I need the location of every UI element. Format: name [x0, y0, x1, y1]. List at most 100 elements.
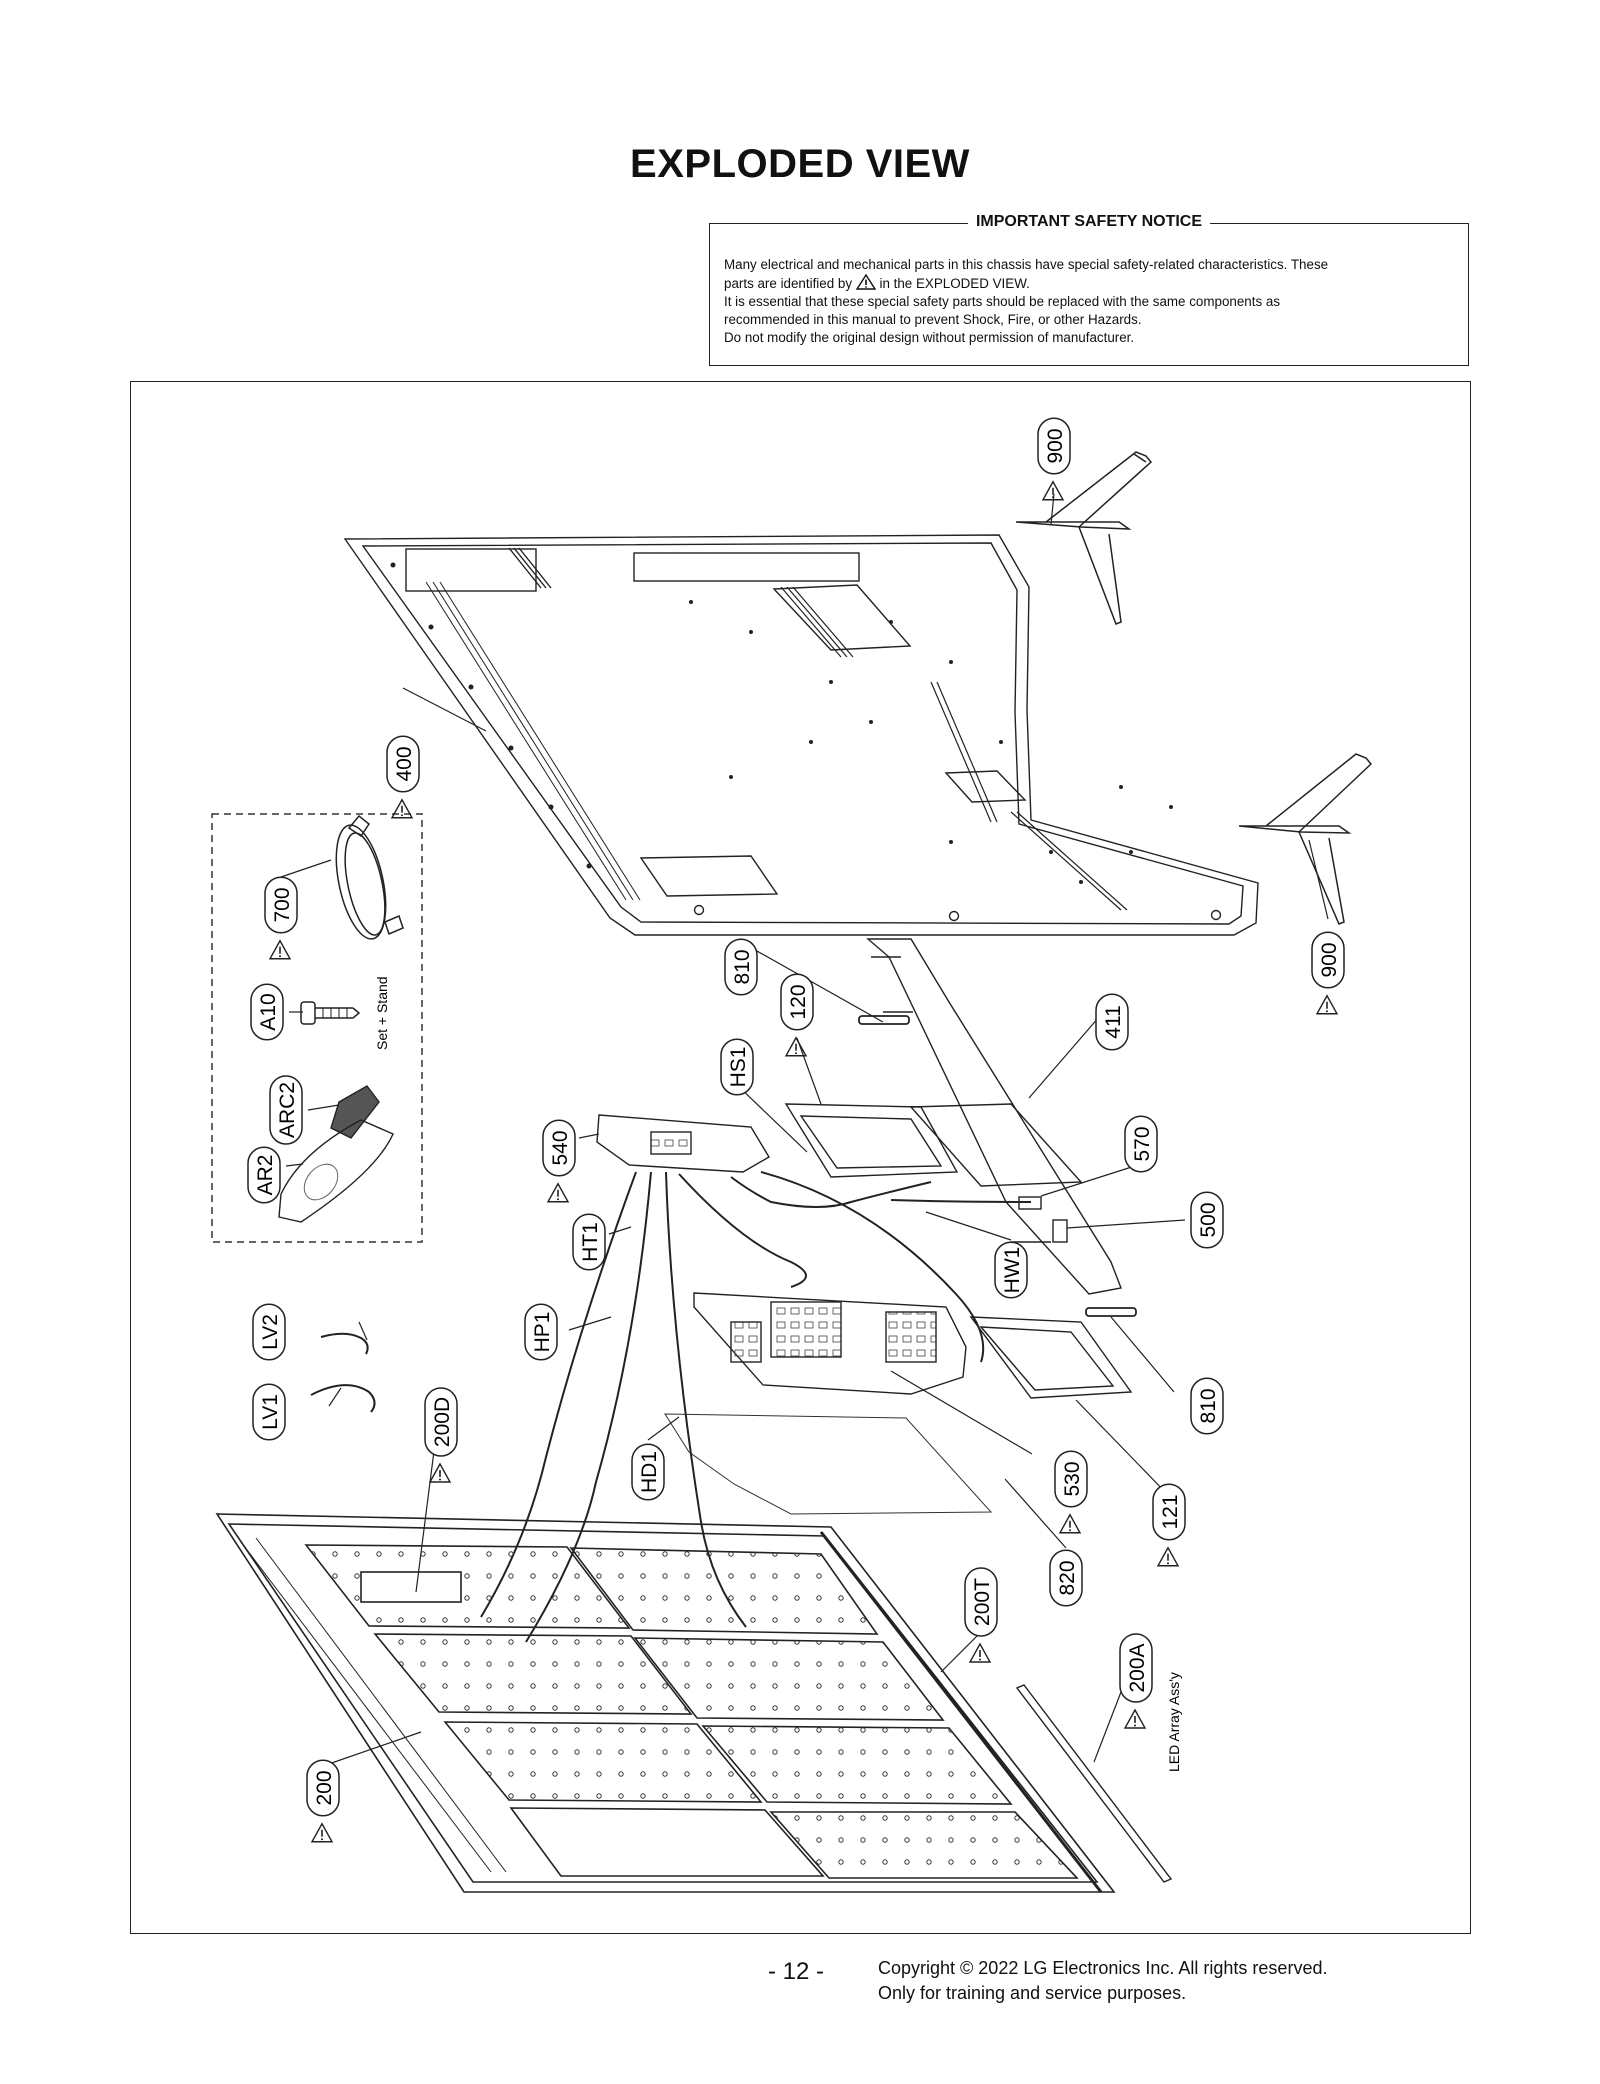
callout-label: 120 — [787, 984, 810, 1019]
stand-bottom — [1238, 753, 1373, 925]
callout-570: 570 — [1124, 1115, 1158, 1173]
copyright-line: Only for training and service purposes. — [878, 1983, 1187, 2003]
notice-line: recommended in this manual to prevent Sh… — [724, 312, 1142, 327]
callout-label: HW1 — [1001, 1247, 1024, 1294]
callout-label: A10 — [257, 993, 280, 1030]
page-title: EXPLODED VIEW — [630, 142, 970, 186]
callout-820: 820 — [1049, 1549, 1083, 1607]
notice-line: Many electrical and mechanical parts in … — [724, 257, 1329, 272]
callout-label: 570 — [1131, 1126, 1154, 1161]
callout-label: 700 — [271, 887, 294, 922]
tcon-board — [596, 1114, 770, 1173]
callout-bubble — [1049, 1549, 1083, 1607]
speakers — [858, 1015, 1137, 1317]
callout-200: 200 — [306, 1759, 340, 1843]
callout-AR2: AR2 — [247, 1146, 281, 1204]
callout-bubble — [269, 1075, 303, 1145]
callout-411: 411 — [1095, 993, 1129, 1051]
callout-label: 400 — [393, 746, 416, 781]
callout-bubble — [542, 1119, 576, 1177]
callout-bubble — [964, 1567, 998, 1637]
callout-HW1: HW1 — [994, 1241, 1028, 1299]
callout-bubble — [524, 1303, 558, 1361]
callout-bubble — [780, 973, 814, 1031]
copyright-notice: Copyright © 2022 LG Electronics Inc. All… — [878, 1956, 1327, 2006]
callout-label: LV1 — [259, 1394, 282, 1430]
callout-810b: 810 — [1190, 1377, 1224, 1435]
callout-200A: 200A — [1119, 1633, 1153, 1729]
callout-label: 820 — [1056, 1560, 1079, 1595]
callout-400: 400 — [386, 735, 420, 819]
notice-line: parts are identified by — [724, 276, 853, 291]
callout-bubble — [1095, 993, 1129, 1051]
callout-bubble — [250, 983, 284, 1041]
page-number: - 12 - — [768, 1958, 825, 1985]
display-panel — [215, 1513, 1116, 1893]
callout-label: 810 — [1197, 1388, 1220, 1423]
callout-label: HD1 — [638, 1451, 661, 1493]
callout-A10: A10 — [250, 983, 284, 1041]
safety-notice-box: IMPORTANT SAFETY NOTICE Many electrical … — [709, 213, 1469, 366]
notice-line: It is essential that these special safet… — [724, 294, 1281, 309]
main-board — [693, 1292, 967, 1395]
callout-ARC2: ARC2 — [269, 1075, 303, 1145]
callout-bubble — [724, 938, 758, 996]
warning-triangle-icon — [1315, 994, 1339, 1015]
callout-bubble — [720, 1038, 754, 1096]
screw — [300, 1001, 361, 1025]
callout-label: HP1 — [531, 1312, 554, 1353]
warning-triangle-icon — [1058, 1513, 1082, 1534]
callout-label: 200D — [431, 1397, 454, 1447]
callout-bubble — [631, 1443, 665, 1501]
callout-LV1: LV1 — [252, 1383, 286, 1441]
notice-line: in the EXPLODED VIEW. — [879, 276, 1030, 291]
warning-triangle-icon — [784, 1036, 808, 1057]
callout-LV2: LV2 — [252, 1303, 286, 1361]
callout-label: HS1 — [727, 1047, 750, 1088]
warning-triangle-icon — [1123, 1708, 1147, 1729]
warning-triangle-icon — [390, 798, 414, 819]
callout-bubble — [1190, 1191, 1224, 1249]
safety-notice-text: Many electrical and mechanical parts in … — [724, 256, 1454, 347]
warning-triangle-icon — [546, 1182, 570, 1203]
shield-121 — [969, 1316, 1133, 1399]
callout-bubble — [1119, 1633, 1153, 1703]
callout-label: 200 — [313, 1770, 336, 1805]
callout-900b: 900 — [1311, 931, 1345, 1015]
callout-label: 540 — [549, 1130, 572, 1165]
callout-bubble — [386, 735, 420, 793]
callout-label: 810 — [731, 949, 754, 984]
stand-top — [1015, 451, 1153, 625]
callout-label: 900 — [1044, 428, 1067, 463]
callout-HP1: HP1 — [524, 1303, 558, 1361]
callout-HS1: HS1 — [720, 1038, 754, 1096]
accessories-box — [211, 813, 423, 1243]
lvds-cables — [310, 1332, 376, 1413]
callout-HD1: HD1 — [631, 1443, 665, 1501]
callout-label: 411 — [1102, 1005, 1125, 1038]
warning-triangle-icon — [1041, 480, 1065, 501]
callout-bubble — [1054, 1450, 1088, 1508]
callout-HT1: HT1 — [572, 1213, 606, 1271]
warning-triangle-icon — [428, 1462, 452, 1483]
callout-530: 530 — [1054, 1450, 1088, 1534]
warning-triangle-icon — [855, 274, 876, 290]
callout-label: 500 — [1197, 1202, 1220, 1237]
callout-bubble — [1037, 417, 1071, 475]
callout-bubble — [424, 1387, 458, 1457]
callout-700: 700 — [264, 876, 298, 960]
set-stand-note: Set + Stand — [374, 976, 390, 1050]
callout-label: 121 — [1159, 1494, 1182, 1529]
callout-label: LV2 — [259, 1314, 282, 1350]
callout-120: 120 — [780, 973, 814, 1057]
callout-bubble — [252, 1383, 286, 1441]
callout-200T: 200T — [964, 1567, 998, 1663]
callout-bubble — [1124, 1115, 1158, 1173]
callout-900a: 900 — [1037, 417, 1071, 501]
callout-bubble — [1152, 1483, 1186, 1541]
copyright-line: Copyright © 2022 LG Electronics Inc. All… — [878, 1958, 1328, 1978]
insulator-sheet — [664, 1413, 993, 1515]
callout-bubble — [1311, 931, 1345, 989]
callout-label: HT1 — [579, 1222, 602, 1262]
